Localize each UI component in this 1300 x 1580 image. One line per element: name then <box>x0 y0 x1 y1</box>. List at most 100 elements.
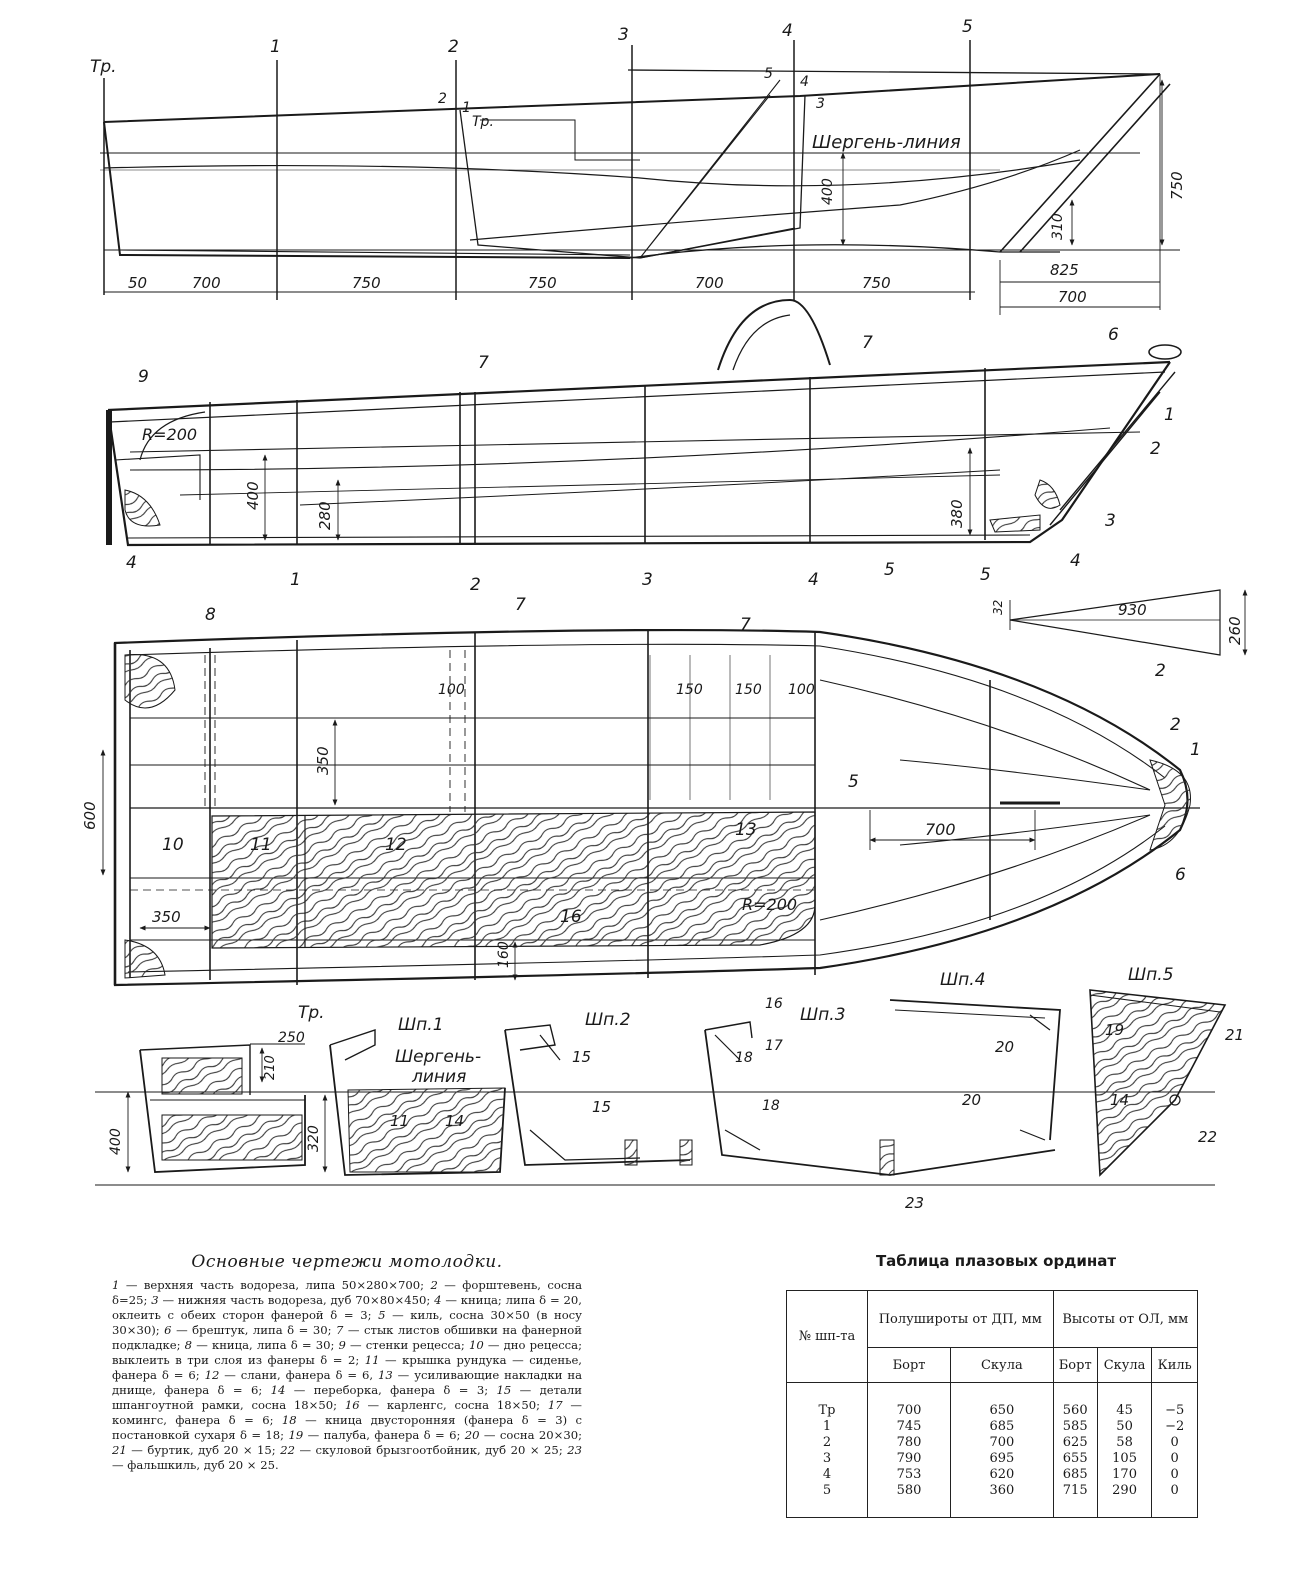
dimension: 310 <box>1050 213 1066 240</box>
legend-item: 7 — стык листов обшивки на фанерной подк… <box>112 1323 582 1352</box>
frame-label: 1 <box>290 570 301 590</box>
table-cell: 650 <box>950 1382 1054 1419</box>
table-cell: 620 <box>950 1467 1054 1483</box>
dimension: 260 <box>1226 616 1244 645</box>
legend-number: 20 <box>464 1428 480 1442</box>
table-cell: 715 <box>1052 1483 1098 1518</box>
frame-label: 2 <box>448 37 459 57</box>
legend-text: — кница, липа δ = 30; <box>192 1338 339 1352</box>
section-title: Шп.4 <box>940 970 986 990</box>
dimension: 100 <box>788 682 815 698</box>
dimension: 600 <box>81 801 99 830</box>
part-label: 2 <box>1150 439 1161 459</box>
legend-number: 2 <box>430 1278 438 1292</box>
table-cell: 0 <box>1151 1451 1198 1467</box>
dimension: 100 <box>438 682 465 698</box>
part-label: 17 <box>765 1038 783 1054</box>
dimension: 750 <box>352 274 381 292</box>
dimension: 700 <box>192 274 221 292</box>
legend-item: 8 — кница, липа δ = 30; <box>185 1338 339 1352</box>
legend-number: 13 <box>377 1368 393 1382</box>
part-label: 4 <box>1070 551 1081 571</box>
offsets-table-title: Таблица плазовых ординат <box>875 1252 1117 1270</box>
part-label: 21 <box>1225 1026 1244 1044</box>
section-title: Шп.1 <box>398 1015 444 1035</box>
dimension: 400 <box>820 178 836 205</box>
aux-label: Тр. <box>472 114 494 130</box>
legend-number: 8 <box>184 1338 193 1352</box>
legend-text: — дно рецесса; выклеить в три слоя из фа… <box>112 1338 582 1367</box>
offsets-table-block: Таблица плазовых ординат № шп-та Полушир… <box>786 1252 1206 1518</box>
dimension: R=200 <box>142 425 197 444</box>
header-sub: Борт <box>1052 1347 1098 1383</box>
sheer-line-label: линия <box>411 1067 466 1087</box>
header-sub: Скула <box>950 1347 1054 1383</box>
legend-text: — кница; липа δ = 20, оклеить с обеих ст… <box>112 1293 582 1322</box>
frame-label: 4 <box>782 21 793 41</box>
plan-view <box>100 589 1248 987</box>
legend-number: 3 <box>151 1293 159 1307</box>
table-cell: 0 <box>1151 1467 1198 1483</box>
part-label: 9 <box>138 367 149 387</box>
section-title: Шп.3 <box>800 1005 846 1025</box>
aux-label: 5 <box>764 66 773 82</box>
dimension: 150 <box>676 682 703 698</box>
frame-label: 3 <box>618 25 629 45</box>
part-label: 1 <box>1164 405 1175 425</box>
legend-text: — комингс, фанера δ = 6; <box>112 1398 583 1427</box>
table-cell: 685 <box>1052 1467 1098 1483</box>
table-cell: 290 <box>1096 1483 1153 1518</box>
table-cell: 45 <box>1096 1382 1153 1419</box>
sheer-line-label: Шергень-линия <box>812 132 961 153</box>
profile-labels: Тр. 1 2 3 4 5 Шергень-линия 2 1 Тр. 5 4 … <box>90 17 1186 306</box>
legend-number: 10 <box>468 1338 484 1352</box>
part-label: 16 <box>765 996 783 1012</box>
header-heights: Высоты от ОЛ, мм <box>1052 1290 1199 1348</box>
header-sub: Борт <box>866 1347 952 1383</box>
legend-text: — карленгс, сосна 18×50; <box>359 1398 548 1412</box>
legend-text: — форштевень, сосна δ=25; <box>112 1278 582 1307</box>
frame-label: 3 <box>642 570 653 590</box>
table-cell: 695 <box>950 1451 1054 1467</box>
legend-text: — брештук, липа δ = 30; <box>171 1323 337 1337</box>
part-label: 6 <box>1108 325 1119 345</box>
legend-text: — переборка, фанера δ = 3; <box>285 1383 497 1397</box>
table-cell: 745 <box>866 1419 952 1435</box>
dimension: 320 <box>306 1125 322 1152</box>
part-label: 5 <box>884 560 895 580</box>
dimension: 400 <box>244 481 262 510</box>
table-cell: 585 <box>1052 1419 1098 1435</box>
aux-label: 1 <box>462 100 471 116</box>
dimension: 380 <box>948 499 966 528</box>
part-label: 20 <box>962 1091 981 1109</box>
sheer-line-label: Шергень- <box>395 1047 481 1067</box>
legend-number: 15 <box>496 1383 512 1397</box>
dimension: 32 <box>991 600 1005 615</box>
dimension: 750 <box>528 274 557 292</box>
table-cell: 5 <box>786 1483 868 1518</box>
legend-item: 15 — детали шпангоутной рамки, сосна 18×… <box>112 1383 582 1412</box>
dimension: 50 <box>128 274 147 292</box>
dimension: 250 <box>278 1030 305 1046</box>
dimension: 160 <box>496 941 512 968</box>
aux-label: 2 <box>438 91 447 107</box>
header-half-breadths: Полушироты от ДП, мм <box>867 1290 1054 1348</box>
legend-text: — усиливающие накладки на днище, фанера … <box>112 1368 582 1397</box>
frame-label: Тр. <box>90 57 117 77</box>
table-cell: 105 <box>1096 1451 1153 1467</box>
part-label: 18 <box>735 1050 753 1066</box>
header-sub: Киль <box>1151 1347 1198 1383</box>
dimension: 825 <box>1050 261 1079 279</box>
legend-number: 7 <box>336 1323 344 1337</box>
dimension: 700 <box>925 820 956 839</box>
dimension: 700 <box>1058 288 1087 306</box>
sections-view <box>95 989 1227 1186</box>
part-label: 19 <box>1105 1021 1124 1039</box>
legend-number: 12 <box>204 1368 220 1382</box>
legend-text: — скуловой брызгоотбойник, дуб 20 × 25; <box>294 1443 568 1457</box>
legend-text: — нижняя часть водореза, дуб 70×80×450; <box>158 1293 435 1307</box>
part-label: 2 <box>1155 661 1166 681</box>
frame-label: 5 <box>962 17 973 37</box>
dimension: 750 <box>1168 171 1186 200</box>
